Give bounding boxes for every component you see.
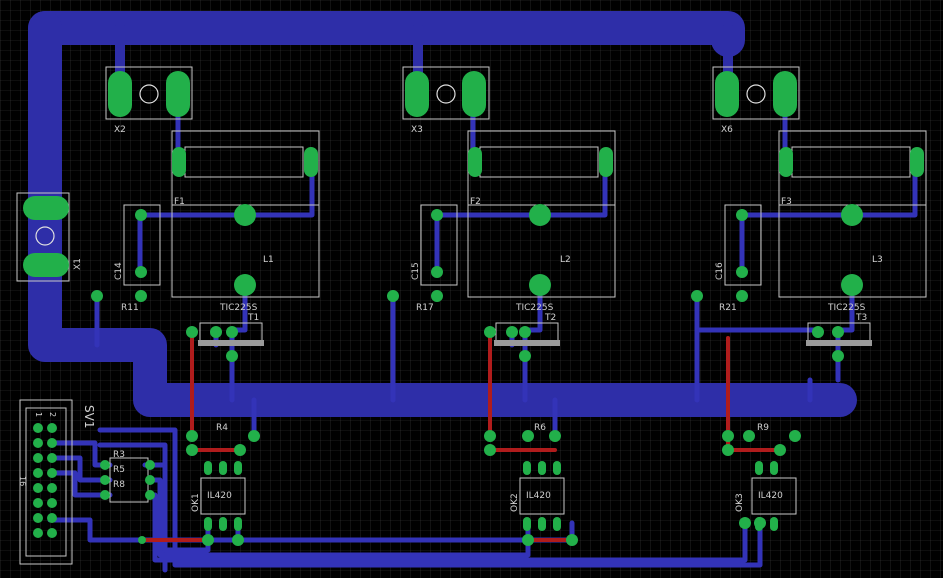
label-r6: R6 [534,423,546,433]
label-r17: R17 [416,303,434,313]
label-ok2: OK2 [510,493,520,512]
label-r21: R21 [719,303,737,313]
label-r4: R4 [216,423,228,433]
label-sv1: SV1 [82,405,96,428]
label-c16: C16 [715,262,725,280]
top-layer-traces [140,330,782,542]
label-il2: IL420 [526,491,551,501]
label-tic2: TIC225S [515,303,554,313]
label-x2: X2 [114,125,126,135]
part-labels: X1 X2 X3 X6 F1 F2 F3 L1 L2 L3 C14 C15 C1… [18,125,883,512]
label-r3: R3 [113,450,125,460]
label-r8: R8 [113,480,125,490]
label-l2: L2 [560,255,571,265]
label-f2: F2 [470,197,481,207]
label-x6: X6 [721,125,733,135]
label-t1: T1 [247,313,259,323]
drill-holes [35,84,766,246]
label-c15: C15 [411,262,421,280]
label-ok3: OK3 [735,493,745,512]
label-pin1: 1 [34,412,43,417]
label-ok1: OK1 [191,493,201,512]
label-l1: L1 [263,255,274,265]
label-il3: IL420 [758,491,783,501]
power-bus [28,11,857,417]
label-il1: IL420 [207,491,232,501]
label-l3: L3 [872,255,883,265]
label-pin2: 2 [48,412,57,417]
label-tic3: TIC225S [827,303,866,313]
label-c14: C14 [114,262,124,280]
label-r5: R5 [113,465,125,475]
label-r11: R11 [121,303,139,313]
label-t3: T3 [855,313,867,323]
pads [23,71,924,546]
label-x1: X1 [73,258,83,270]
label-f3: F3 [781,197,792,207]
label-pin16: 16 [18,476,27,486]
label-f1: F1 [174,197,185,207]
label-tic1: TIC225S [219,303,258,313]
label-x3: X3 [411,125,423,135]
label-t2: T2 [544,313,556,323]
label-r9: R9 [757,423,769,433]
